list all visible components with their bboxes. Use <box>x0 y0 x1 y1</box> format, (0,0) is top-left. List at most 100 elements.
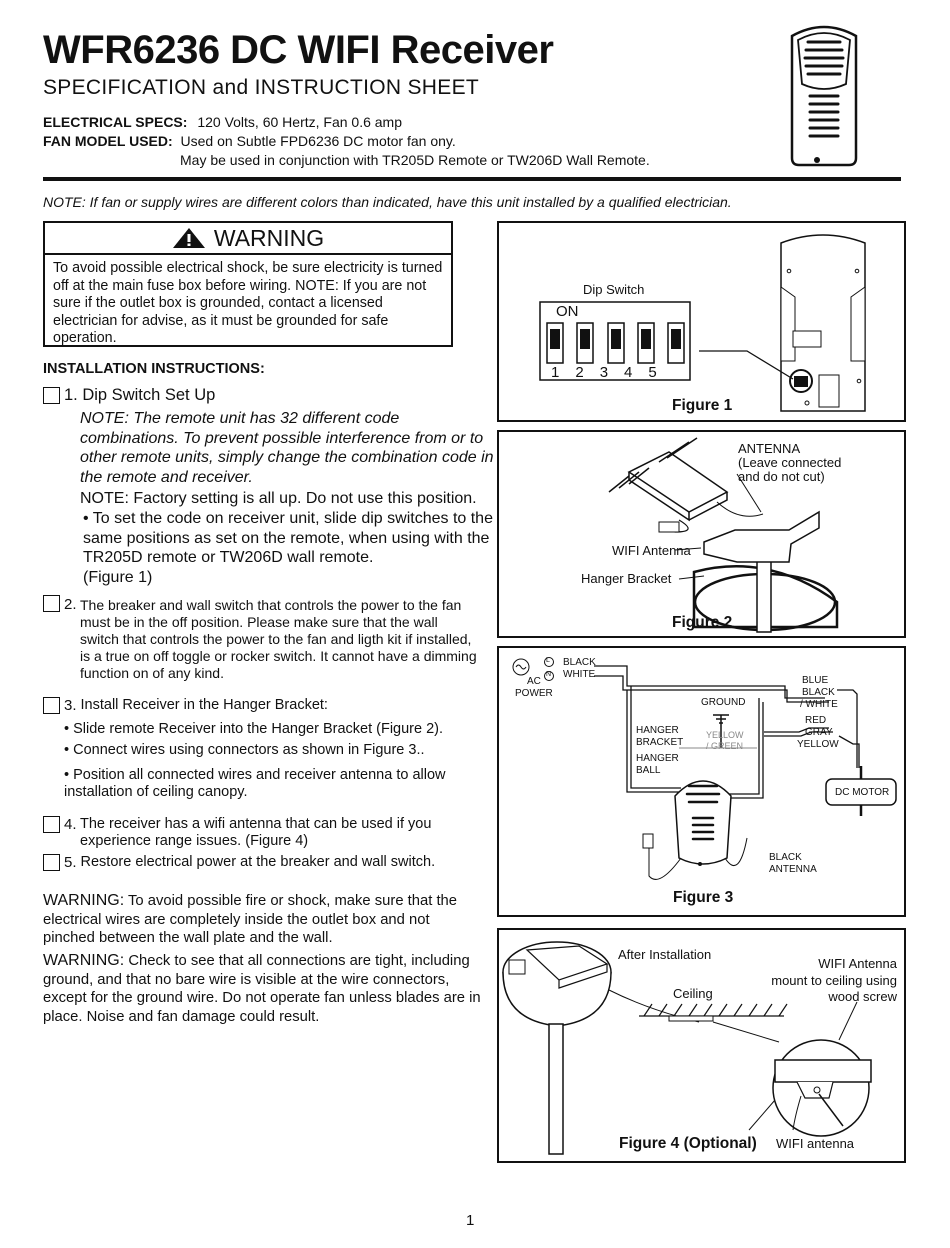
antenna-title: ANTENNA <box>738 441 801 456</box>
antenna-label: ANTENNA (Leave connected and do not cut) <box>738 442 841 484</box>
warning-2-text: Check to see that all connections are ti… <box>43 953 481 1025</box>
black-out-label: BLACK <box>802 687 835 698</box>
n-label: N <box>546 671 552 678</box>
yellow-green-2: / GREEN <box>706 741 744 751</box>
dip-num-4: 4 <box>624 364 633 381</box>
warning-1-label: WARNING: <box>43 892 125 909</box>
ac-label: AC <box>526 676 541 687</box>
fan-label: FAN MODEL USED: <box>43 133 173 149</box>
warning-text: To avoid possible electrical shock, be s… <box>53 260 443 346</box>
warning-box: WARNING To avoid possible electrical sho… <box>43 221 453 347</box>
power-label: POWER <box>515 688 553 699</box>
step4-checkbox[interactable] <box>43 816 60 833</box>
figure-2-caption: Figure 2 <box>672 614 733 631</box>
hanger-bracket-label: Hanger Bracket <box>581 571 672 586</box>
wifi-mount-note-3: wood screw <box>828 989 897 1004</box>
warning-1-text: To avoid possible fire or shock, make su… <box>43 893 458 946</box>
step3-bullet2: • Connect wires using connectors as show… <box>64 742 425 758</box>
black-antenna-label: BLACK ANTENNA <box>769 852 817 876</box>
step3-text: Install Receiver in the Hanger Bracket: <box>80 697 328 713</box>
page-title: WFR6236 DC WIFI Receiver <box>43 28 554 72</box>
step3-checkbox[interactable] <box>43 697 60 714</box>
hanger-ball-2: BALL <box>636 765 661 776</box>
figure-3: AC POWER L N BLACK WHITE GROUND HANGER B… <box>497 646 906 917</box>
white-out-label: / WHITE <box>800 699 838 710</box>
figure-2: ANTENNA (Leave connected and do not cut)… <box>497 430 906 638</box>
step4-row: 4. <box>43 816 77 833</box>
step1-title: 1. Dip Switch Set Up <box>64 386 216 404</box>
hanger-bracket-wire-1: HANGER <box>636 725 679 736</box>
warning-2-label: WARNING: <box>43 952 125 969</box>
figure-4-caption: Figure 4 (Optional) <box>619 1135 757 1152</box>
dip-num-5: 5 <box>648 364 657 381</box>
step1-note-label: NOTE: <box>80 410 129 427</box>
install-heading: INSTALLATION INSTRUCTIONS: <box>43 361 265 377</box>
black-antenna-1: BLACK <box>769 852 802 863</box>
l-label: L <box>546 657 550 664</box>
step2-row: 2. <box>43 595 77 615</box>
gray-label: GRAY <box>805 727 833 738</box>
dip-numbers: 1 2 3 4 5 <box>551 364 657 381</box>
wifi-antenna-label: WIFI Antenna <box>612 543 691 558</box>
step5-checkbox[interactable] <box>43 854 60 871</box>
step5-row: 5. Restore electrical power at the break… <box>43 854 435 871</box>
wifi-mount-note-1: WIFI Antenna <box>818 956 897 971</box>
step1-bullet: • To set the code on receiver unit, slid… <box>83 510 493 566</box>
step5-text: Restore electrical power at the breaker … <box>80 854 436 870</box>
step1-figure-ref: (Figure 1) <box>83 569 153 586</box>
red-label: RED <box>805 715 827 726</box>
white-in-label: WHITE <box>563 669 596 680</box>
wifi-antenna-callout: WIFI antenna <box>776 1136 855 1151</box>
figure-4: After Installation Ceiling WIFI Antenna … <box>497 928 906 1163</box>
antenna-note-2: and do not cut) <box>738 469 825 484</box>
wifi-mount-note: WIFI Antenna mount to ceiling using wood… <box>749 956 897 1006</box>
yellow-green-1: YELLOW <box>706 730 744 740</box>
dip-on-label: ON <box>556 303 579 320</box>
dip-switch-label: Dip Switch <box>583 282 645 297</box>
hanger-ball-1: HANGER <box>636 753 679 764</box>
step4-num: 4. <box>64 816 77 833</box>
antenna-mount-illustration <box>502 941 872 1155</box>
ac-power-label: AC POWER <box>515 676 553 700</box>
dip-switch-diagram <box>539 301 691 381</box>
hanger-ball-label: HANGER BALL <box>636 753 679 777</box>
wifi-mount-note-2: mount to ceiling using <box>771 972 897 988</box>
warning-heading: WARNING <box>213 224 325 251</box>
dip-num-3: 3 <box>599 364 609 381</box>
remote-illustration <box>790 25 858 167</box>
step3-bullet3: • Position all connected wires and recei… <box>64 767 446 800</box>
warning-triangle-icon <box>172 228 205 248</box>
step1-note: NOTE: The remote unit has 32 different c… <box>80 409 500 487</box>
fan-value-2: May be used in conjunction with TR205D R… <box>180 152 650 168</box>
elec-value: 120 Volts, 60 Hertz, Fan 0.6 amp <box>197 114 402 130</box>
wiring-diagram <box>512 657 897 880</box>
step2-checkbox[interactable] <box>43 595 60 612</box>
step1-title-row: 1. Dip Switch Set Up <box>43 386 215 405</box>
fan-model: FAN MODEL USED: Used on Subtle FPD6236 D… <box>43 133 456 149</box>
ceiling-label: Ceiling <box>673 986 713 1001</box>
yellow-green-label: YELLOW / GREEN <box>706 730 744 752</box>
figure-1-caption: Figure 1 <box>672 397 733 414</box>
hanger-bracket-wire-2: BRACKET <box>636 737 684 748</box>
header-divider <box>43 177 901 181</box>
black-antenna-2: ANTENNA <box>769 864 817 875</box>
step4-text: The receiver has a wifi antenna that can… <box>80 816 432 849</box>
antenna-note-1: (Leave connected <box>738 455 842 470</box>
warning-header: WARNING <box>45 223 451 255</box>
elec-label: ELECTRICAL SPECS: <box>43 114 188 130</box>
blue-label: BLUE <box>802 675 829 686</box>
step5-num: 5. <box>64 854 77 871</box>
step2-text: The breaker and wall switch that control… <box>80 597 477 681</box>
step1-factory: NOTE: Factory setting is all up. Do not … <box>80 490 477 507</box>
warning-2: WARNING: Check to see that all connectio… <box>43 952 488 1026</box>
ground-label: GROUND <box>701 697 746 708</box>
receiver-back-illustration <box>699 234 866 412</box>
page-subtitle: SPECIFICATION and INSTRUCTION SHEET <box>43 76 480 99</box>
step1-checkbox[interactable] <box>43 387 60 404</box>
figure-3-caption: Figure 3 <box>673 889 734 906</box>
electrical-specs: ELECTRICAL SPECS: 120 Volts, 60 Hertz, F… <box>43 114 402 130</box>
page-number: 1 <box>466 1212 475 1229</box>
fan-value: Used on Subtle FPD6236 DC motor fan ony. <box>180 133 456 149</box>
dip-num-2: 2 <box>575 364 584 381</box>
step1-note-text: The remote unit has 32 different code co… <box>80 410 494 486</box>
